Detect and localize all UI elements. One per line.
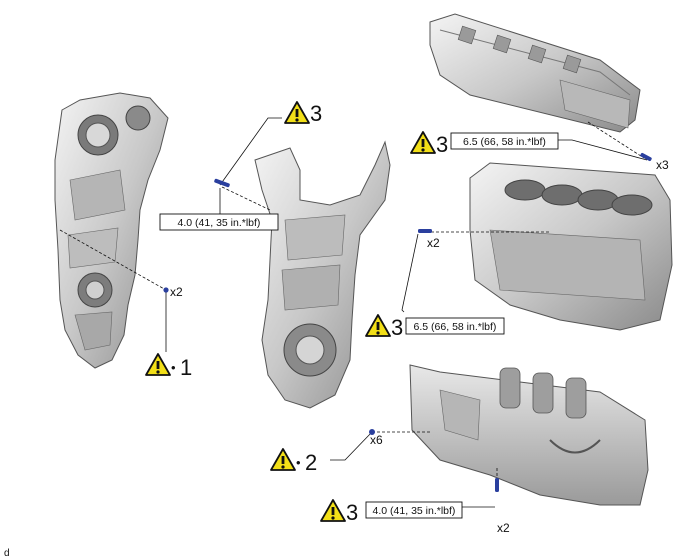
bolt-quantity: x2 (427, 236, 440, 250)
warning-triangle-icon (145, 353, 171, 376)
warning-triangle-icon (284, 101, 310, 124)
callout-number: 3 (436, 132, 448, 157)
torque-spec: 4.0 (41, 35 in.*lbf) (373, 505, 456, 517)
timing-cover-left (54, 92, 169, 369)
bolt-markers (163, 152, 652, 492)
warning-triangle-icon (365, 314, 391, 337)
cylinder-head (429, 13, 641, 133)
figure-code: d (4, 548, 10, 559)
callout-bullet: • (171, 360, 176, 375)
callout-bullet: • (296, 455, 301, 470)
lower-crankcase (409, 364, 649, 506)
bolt-quantity: x2 (497, 521, 510, 535)
bolt-marker (640, 152, 652, 162)
bolt-marker (369, 429, 375, 435)
callout-number: 3 (310, 101, 322, 126)
callout-3c: 3 6.5 (66, 58 in.*lbf) x2 (365, 236, 505, 340)
torque-spec: 6.5 (66, 58 in.*lbf) (414, 321, 497, 333)
callout-3d: 3 4.0 (41, 35 in.*lbf) x2 (320, 499, 510, 535)
warning-triangle-icon (410, 131, 436, 154)
callout-number: 3 (391, 315, 403, 340)
callout-number: 3 (346, 500, 358, 525)
callout-number: 2 (305, 450, 317, 475)
callout-3a: 3 4.0 (41, 35 in.*lbf) (159, 101, 322, 231)
bolt-marker (214, 178, 230, 188)
bolt-marker (495, 478, 499, 492)
warning-triangle-icon (270, 448, 296, 471)
bolt-marker (418, 229, 432, 233)
bolt-marker (163, 287, 169, 293)
torque-spec: 6.5 (66, 58 in.*lbf) (463, 136, 546, 148)
callout-2: • 2 2 x6 (270, 433, 383, 475)
callout-3b: 3 6.5 (66, 58 in.*lbf) x3 (410, 131, 669, 172)
bolt-quantity: x6 (370, 433, 383, 447)
timing-cover-middle (254, 140, 391, 409)
bolt-quantity: x3 (656, 158, 669, 172)
callout-1: • 1 x2 (145, 285, 192, 380)
leader-lines (59, 117, 648, 508)
bolt-quantity: x2 (170, 285, 183, 299)
cylinder-block (469, 162, 673, 331)
torque-spec: 4.0 (41, 35 in.*lbf) (178, 217, 261, 229)
warning-triangle-icon (320, 499, 346, 522)
callout-number: 1 (180, 355, 192, 380)
